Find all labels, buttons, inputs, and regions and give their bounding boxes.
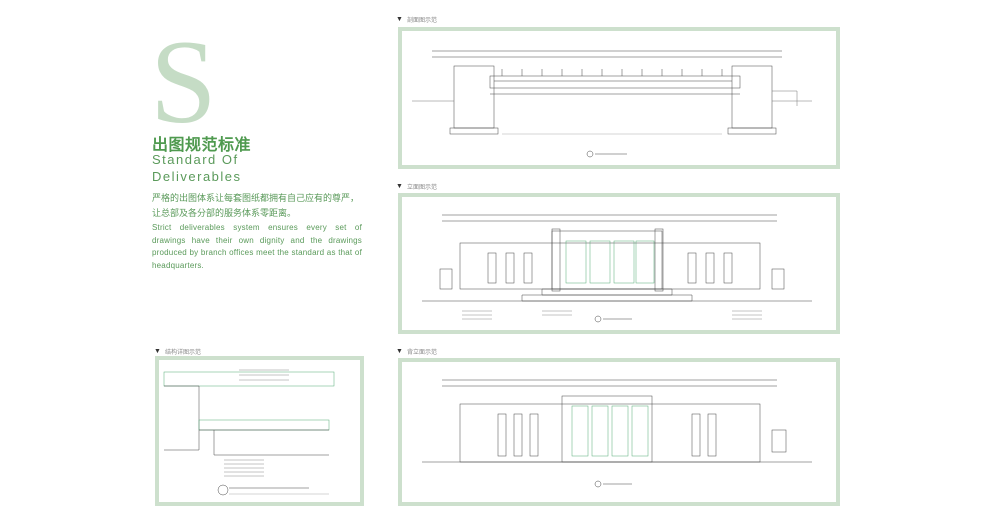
rear-elevation-drawing (422, 379, 812, 488)
section-title-en: Standard Of Deliverables (152, 151, 242, 185)
panel-label-text: 背立面示范 (406, 350, 437, 356)
big-letter-s: S (150, 15, 217, 148)
section-drawing-frame (398, 27, 840, 169)
section-drawing (412, 50, 812, 158)
title-en-line1: Standard Of (152, 152, 239, 167)
description-en: Strict deliverables system ensures every… (152, 223, 362, 270)
elevation-drawing-frame (398, 193, 840, 334)
triangle-down-icon: ▼ (396, 183, 403, 190)
panel-label-text: 剖面图示范 (406, 18, 437, 24)
detail-drawing-frame (155, 356, 364, 506)
detail-drawing (163, 369, 335, 496)
triangle-down-icon: ▼ (154, 348, 161, 355)
elevation-drawing (422, 214, 812, 323)
rear-elevation-drawing-frame (398, 358, 840, 506)
panel-label-text: 立面图示范 (406, 185, 437, 191)
title-en-line2: Deliverables (152, 169, 242, 184)
panel-label-text: 结构详图示范 (164, 350, 201, 356)
description-cn: 严格的出图体系让每套图纸都拥有自己应有的尊严，让总部及各分部的服务体系零距离。 (152, 193, 360, 218)
triangle-down-icon: ▼ (396, 348, 403, 355)
panel-label-elevation: ▼立面图示范 (396, 182, 437, 191)
panel-label-rear: ▼背立面示范 (396, 347, 437, 356)
panel-label-detail: ▼结构详图示范 (154, 347, 201, 356)
triangle-down-icon: ▼ (396, 16, 403, 23)
section-title-cn: 出图规范标准 (152, 137, 252, 154)
panel-label-section: ▼剖面图示范 (396, 15, 437, 24)
